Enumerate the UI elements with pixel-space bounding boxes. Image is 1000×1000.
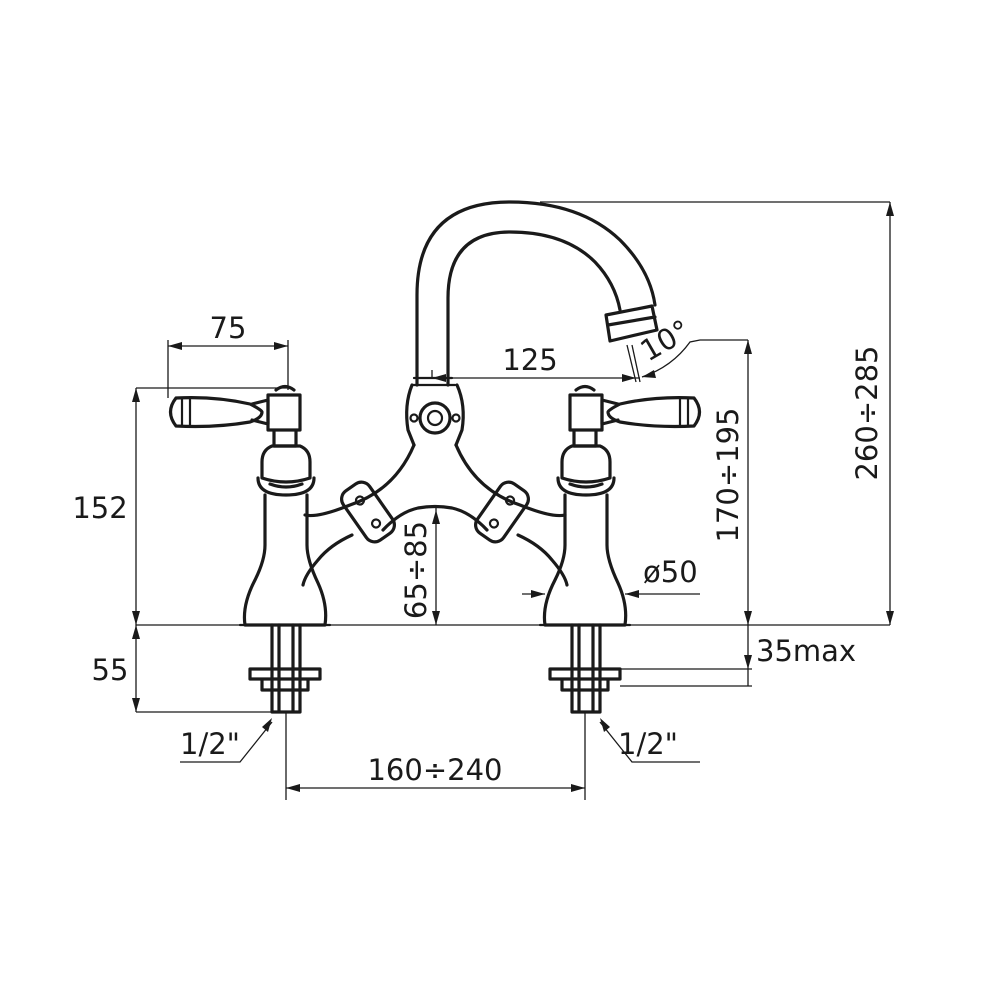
dimension-lines <box>132 201 894 800</box>
label-overall-height: 260÷285 <box>850 345 884 480</box>
right-shroud <box>560 444 612 484</box>
tap-outline <box>168 200 702 714</box>
central-hub-dot-right <box>451 413 461 423</box>
right-valve <box>538 384 702 714</box>
central-hub-dot-left <box>409 413 419 423</box>
label-deck-thickness: 35max <box>756 634 856 668</box>
spout-aerator <box>604 304 659 343</box>
label-spout-reach: 125 <box>502 343 557 377</box>
central-hub <box>405 383 465 447</box>
right-headwork <box>568 384 604 448</box>
coupling-right <box>474 480 530 544</box>
right-collar <box>556 476 616 497</box>
right-lever-handle <box>606 396 702 429</box>
left-lever-ring <box>180 396 192 428</box>
label-tail-length: 55 <box>92 653 129 687</box>
right-lever-neck <box>600 398 620 426</box>
left-collar <box>256 476 316 497</box>
left-shroud <box>260 444 312 484</box>
bridge-arm-left <box>301 443 416 587</box>
left-backnut <box>248 667 322 692</box>
label-body-height: 152 <box>72 491 127 525</box>
bridge-arm-right <box>454 443 569 587</box>
dimension-labels: 75 125 10° 152 55 1/2" 1/2" 160÷240 65÷8… <box>72 311 884 787</box>
label-spout-angle: 10° <box>635 313 697 368</box>
right-lever-ring <box>678 396 690 428</box>
label-base-diameter: ø50 <box>643 555 698 589</box>
right-backnut <box>548 667 622 692</box>
label-bridge-height: 65÷85 <box>399 521 433 619</box>
bridge-underside <box>381 504 489 532</box>
left-headwork <box>266 384 302 448</box>
central-hub-boss-inner <box>426 409 444 427</box>
label-thread-right: 1/2" <box>618 727 678 761</box>
spout-inner <box>446 230 622 387</box>
label-outlet-height: 170÷195 <box>711 407 745 542</box>
left-lever-neck <box>250 398 270 426</box>
label-thread-left: 1/2" <box>180 727 240 761</box>
label-centres: 160÷240 <box>367 753 502 787</box>
coupling-left <box>340 480 396 544</box>
left-valve <box>168 384 332 714</box>
central-hub-boss <box>418 401 452 435</box>
label-handle-width: 75 <box>210 311 247 345</box>
spout <box>415 200 657 387</box>
left-lever-handle <box>168 396 264 429</box>
